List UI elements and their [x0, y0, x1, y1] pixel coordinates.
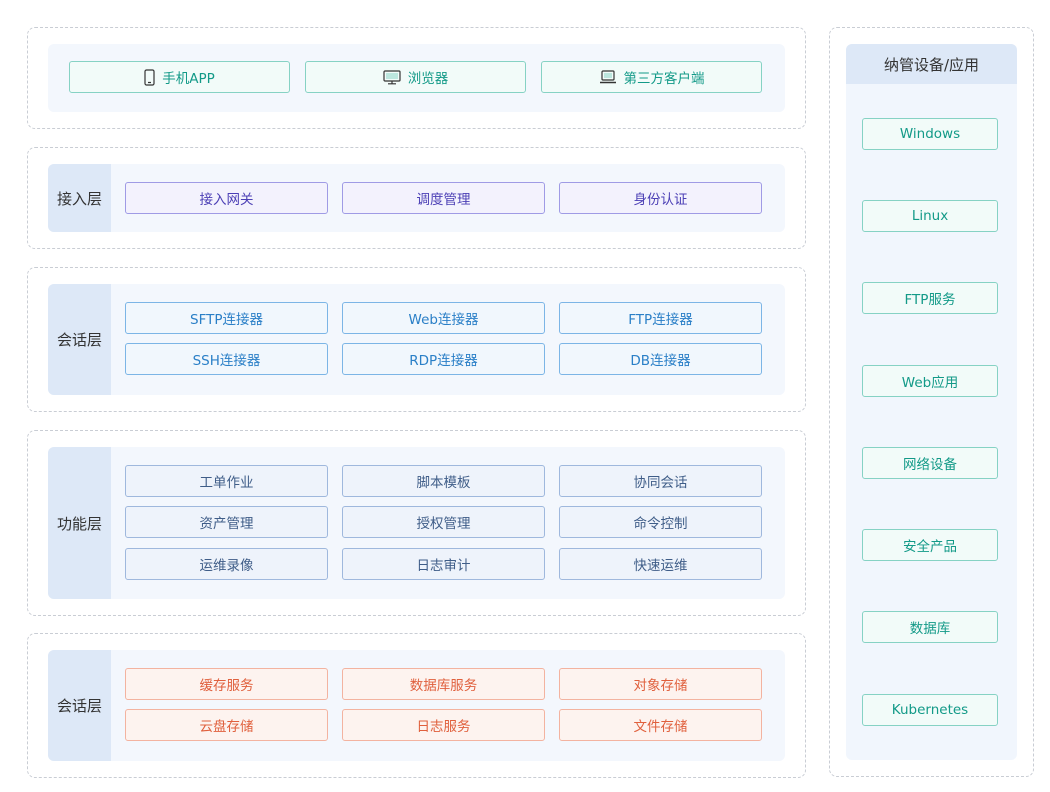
device-linux[interactable]: Linux	[862, 200, 998, 232]
storage-item-log[interactable]: 日志服务	[342, 709, 545, 741]
function-item-command-control[interactable]: 命令控制	[559, 506, 762, 538]
function-item-log-audit[interactable]: 日志审计	[342, 548, 545, 580]
function-item-script-template[interactable]: 脚本模板	[342, 465, 545, 497]
monitor-icon	[383, 69, 401, 85]
storage-item-file[interactable]: 文件存储	[559, 709, 762, 741]
storage-item-database[interactable]: 数据库服务	[342, 668, 545, 700]
function-item-ops-recording[interactable]: 运维录像	[125, 548, 328, 580]
storage-layer-panel: 会话层 缓存服务 数据库服务 对象存储 云盘存储 日志服务 文件存储	[48, 650, 785, 761]
session-item-sftp[interactable]: SFTP连接器	[125, 302, 328, 334]
function-layer-section: 功能层 工单作业 脚本模板 协同会话 资产管理 授权管理 命令控制 运维录像 日…	[27, 430, 806, 616]
storage-item-object[interactable]: 对象存储	[559, 668, 762, 700]
device-windows[interactable]: Windows	[862, 118, 998, 150]
function-item-asset-mgmt[interactable]: 资产管理	[125, 506, 328, 538]
storage-item-cloud-disk[interactable]: 云盘存储	[125, 709, 328, 741]
client-label: 第三方客户端	[623, 71, 705, 87]
session-item-web[interactable]: Web连接器	[342, 302, 545, 334]
layer-label: 接入层	[48, 164, 111, 232]
access-item-gateway[interactable]: 接入网关	[125, 182, 328, 214]
device-database[interactable]: 数据库	[862, 611, 998, 643]
session-item-ftp[interactable]: FTP连接器	[559, 302, 762, 334]
device-kubernetes[interactable]: Kubernetes	[862, 694, 998, 726]
client-label: 手机APP	[162, 71, 215, 87]
storage-item-cache[interactable]: 缓存服务	[125, 668, 328, 700]
session-item-rdp[interactable]: RDP连接器	[342, 343, 545, 375]
managed-devices-panel: 纳管设备/应用 Windows Linux FTP服务 Web应用 网络设备 安…	[846, 44, 1017, 760]
client-label: 浏览器	[407, 71, 449, 87]
client-browser[interactable]: 浏览器	[305, 61, 526, 93]
device-ftp-service[interactable]: FTP服务	[862, 282, 998, 314]
access-layer-section: 接入层 接入网关 调度管理 身份认证	[27, 147, 806, 249]
function-item-collab-session[interactable]: 协同会话	[559, 465, 762, 497]
access-item-scheduling[interactable]: 调度管理	[342, 182, 545, 214]
layer-label: 会话层	[48, 284, 111, 395]
session-item-db[interactable]: DB连接器	[559, 343, 762, 375]
session-layer-panel: 会话层 SFTP连接器 Web连接器 FTP连接器 SSH连接器 RDP连接器 …	[48, 284, 785, 395]
session-item-ssh[interactable]: SSH连接器	[125, 343, 328, 375]
function-item-ticket[interactable]: 工单作业	[125, 465, 328, 497]
access-layer-panel: 接入层 接入网关 调度管理 身份认证	[48, 164, 785, 232]
function-item-quick-ops[interactable]: 快速运维	[559, 548, 762, 580]
client-panel: 手机APP 浏览器 第三方客户端	[48, 44, 785, 112]
storage-layer-section: 会话层 缓存服务 数据库服务 对象存储 云盘存储 日志服务 文件存储	[27, 633, 806, 778]
session-layer-section: 会话层 SFTP连接器 Web连接器 FTP连接器 SSH连接器 RDP连接器 …	[27, 267, 806, 412]
device-security-product[interactable]: 安全产品	[862, 529, 998, 561]
client-mobile-app[interactable]: 手机APP	[69, 61, 290, 93]
laptop-icon	[599, 70, 617, 84]
access-item-identity[interactable]: 身份认证	[559, 182, 762, 214]
layer-label: 会话层	[48, 650, 111, 761]
device-web-app[interactable]: Web应用	[862, 365, 998, 397]
mobile-phone-icon	[144, 68, 155, 86]
function-layer-panel: 功能层 工单作业 脚本模板 协同会话 资产管理 授权管理 命令控制 运维录像 日…	[48, 447, 785, 599]
managed-devices-section: 纳管设备/应用 Windows Linux FTP服务 Web应用 网络设备 安…	[829, 27, 1034, 777]
device-network[interactable]: 网络设备	[862, 447, 998, 479]
client-third-party[interactable]: 第三方客户端	[541, 61, 762, 93]
client-section: 手机APP 浏览器 第三方客户端	[27, 27, 806, 129]
function-item-auth-mgmt[interactable]: 授权管理	[342, 506, 545, 538]
managed-devices-title: 纳管设备/应用	[846, 44, 1017, 84]
layer-label: 功能层	[48, 447, 111, 599]
